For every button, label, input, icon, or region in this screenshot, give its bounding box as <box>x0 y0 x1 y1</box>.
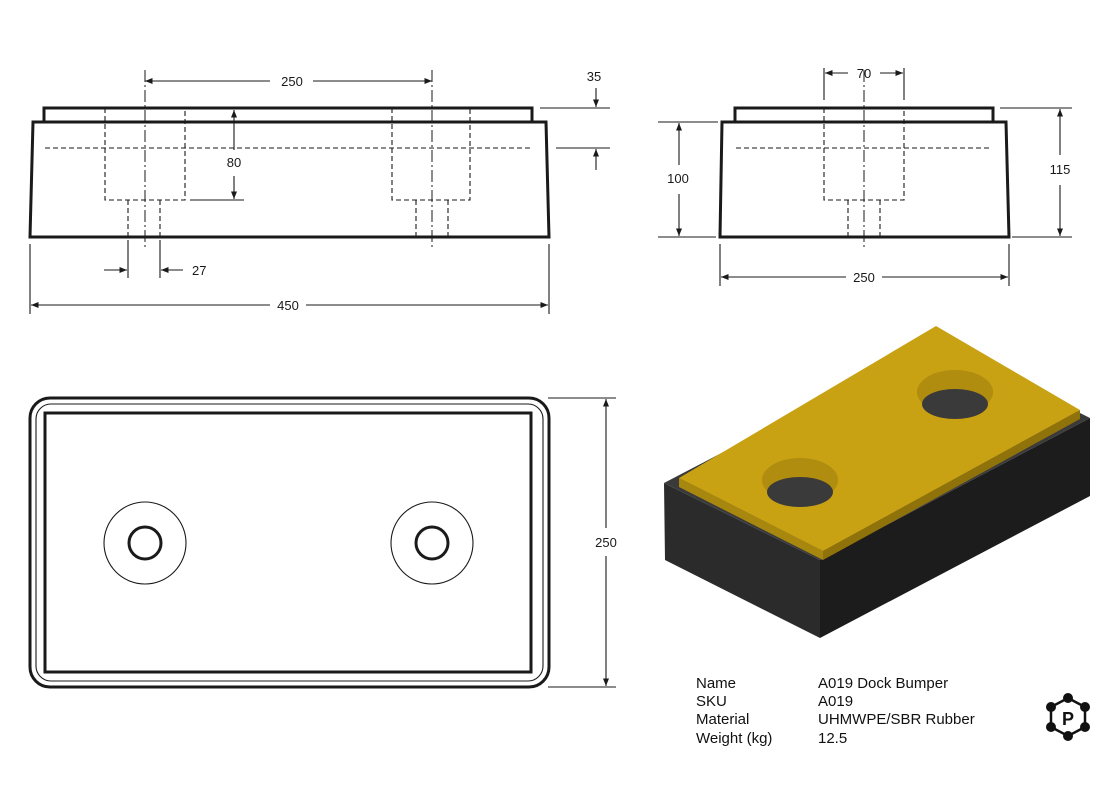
top-hole-left <box>127 525 163 561</box>
spec-value-material: UHMWPE/SBR Rubber <box>818 711 975 728</box>
spec-label-sku: SKU <box>696 693 727 710</box>
dim-side-counterbore-diameter: 70 <box>857 66 871 81</box>
top-hole-right <box>414 525 450 561</box>
dim-side-body-height: 100 <box>667 171 689 186</box>
dim-side-total-height: 115 <box>1050 162 1071 177</box>
brand-logo: P <box>1046 693 1090 741</box>
dim-front-hole-width: 27 <box>192 263 206 278</box>
spec-table: Name A019 Dock Bumper SKU A019 Material … <box>696 675 975 747</box>
logo-letter: P <box>1062 709 1074 729</box>
top-outer-outline <box>28 396 551 689</box>
isometric-view <box>664 326 1090 638</box>
spec-value-weight: 12.5 <box>818 730 847 747</box>
plate-right-edge <box>823 410 1080 560</box>
spec-value-name: A019 Dock Bumper <box>818 675 948 692</box>
plate-front-edge <box>679 478 823 560</box>
dim-front-hole-spacing: 250 <box>281 74 303 89</box>
iso-hole-left <box>762 458 838 507</box>
top-view: 250 <box>28 396 617 689</box>
top-counterbore-left <box>103 501 187 585</box>
spec-value-sku: A019 <box>818 693 853 710</box>
front-plate-outline <box>42 106 534 124</box>
side-body-outline <box>718 120 1011 239</box>
dim-front-counterbore-depth: 80 <box>227 155 241 170</box>
front-hidden-counterbore-right <box>391 108 471 201</box>
rubber-front-face <box>664 483 820 638</box>
spec-label-name: Name <box>696 675 736 692</box>
front-view: 250 35 80 27 450 <box>28 69 610 314</box>
dim-top-width: 250 <box>595 535 617 550</box>
rubber-right-face <box>820 418 1090 638</box>
side-view: 70 100 115 250 <box>658 66 1072 286</box>
top-plate-outline <box>43 411 533 674</box>
top-inner-outline <box>35 403 544 682</box>
spec-label-material: Material <box>696 711 749 728</box>
iso-hole-right <box>917 370 993 419</box>
spec-label-weight: Weight (kg) <box>696 730 772 747</box>
front-body-outline <box>28 120 551 239</box>
dim-front-plate-thickness: 35 <box>587 69 601 84</box>
dim-front-total-length: 450 <box>277 298 299 313</box>
dim-side-width: 250 <box>853 270 875 285</box>
top-counterbore-right <box>390 501 474 585</box>
